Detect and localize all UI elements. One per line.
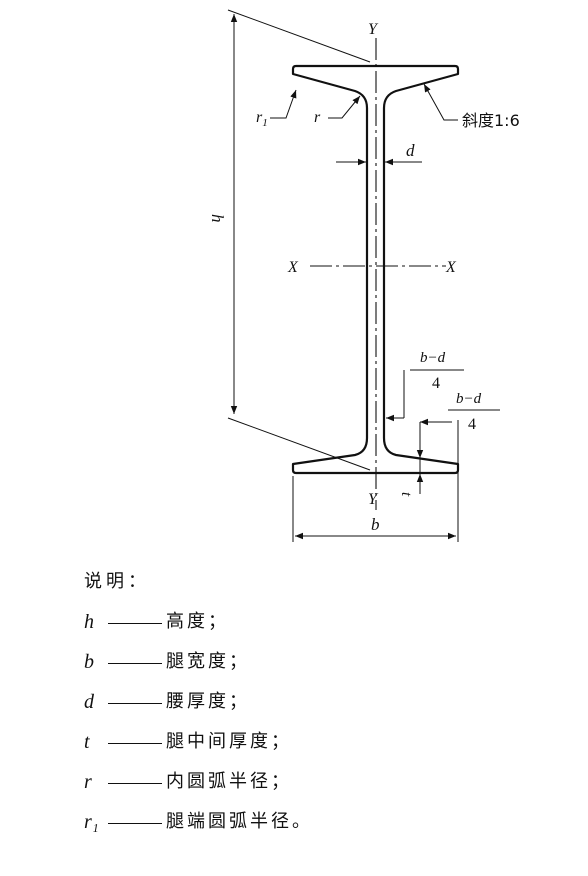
frac1-numerator: b−d [420,350,446,366]
frac2-denominator: 4 [468,416,476,433]
b-label: b [371,515,380,534]
frac2-numerator: b−d [456,391,482,407]
legend-symbol: b [84,651,94,673]
legend-row-r1: r₁ 腿端圆弧半径。 [84,802,504,842]
legend-symbol: r₁ [84,811,99,833]
i-beam-section [291,64,460,475]
legend-dash [108,822,162,824]
y-axis-top-label: Y [368,21,379,38]
legend-title: 说明： [84,571,150,592]
r1-leader [270,89,297,119]
legend-symbol: r [84,771,92,793]
legend-dash [108,622,162,624]
legend-symbol: d [84,691,94,713]
legend-text: 内圆弧半径； [166,771,292,792]
r1-label: r1 [256,109,268,129]
legend-dash [108,702,162,704]
legend: 说明： h 高度； b 腿宽度； d 腰厚度； t 腿中间厚度； r 内圆弧半径… [84,562,504,842]
legend-symbol: h [84,611,94,633]
legend-text: 腰厚度； [166,691,250,712]
d-label: d [406,141,415,160]
legend-row-h: h 高度； [84,602,504,642]
t-label: t [398,492,414,497]
h-extension-bottom [227,417,371,471]
h-label: h [208,214,227,223]
legend-text: 高度； [166,611,229,632]
slope-label: 斜度1:6 [462,111,520,130]
legend-row-b: b 腿宽度； [84,642,504,682]
legend-dash [108,782,162,784]
i-beam-diagram: Y Y X X h b d t r r1 斜度1:6 b−d 4 b−d 4 [208,9,520,542]
r-label: r [314,109,321,126]
legend-row-d: d 腰厚度； [84,682,504,722]
frac1-denominator: 4 [432,375,440,392]
legend-text: 腿端圆弧半径。 [166,811,313,832]
x-axis-right-label: X [445,259,457,276]
legend-dash [108,662,162,664]
x-axis-left-label: X [287,259,299,276]
legend-row-r: r 内圆弧半径； [84,762,504,802]
legend-text: 腿宽度； [166,651,250,672]
y-axis-bottom-label: Y [368,491,379,508]
legend-dash [108,742,162,744]
h-extension-top [227,9,371,63]
legend-row-t: t 腿中间厚度； [84,722,504,762]
legend-text: 腿中间厚度； [166,731,292,752]
slope-leader [423,83,458,121]
legend-symbol: t [84,731,90,753]
r-leader [328,95,361,119]
